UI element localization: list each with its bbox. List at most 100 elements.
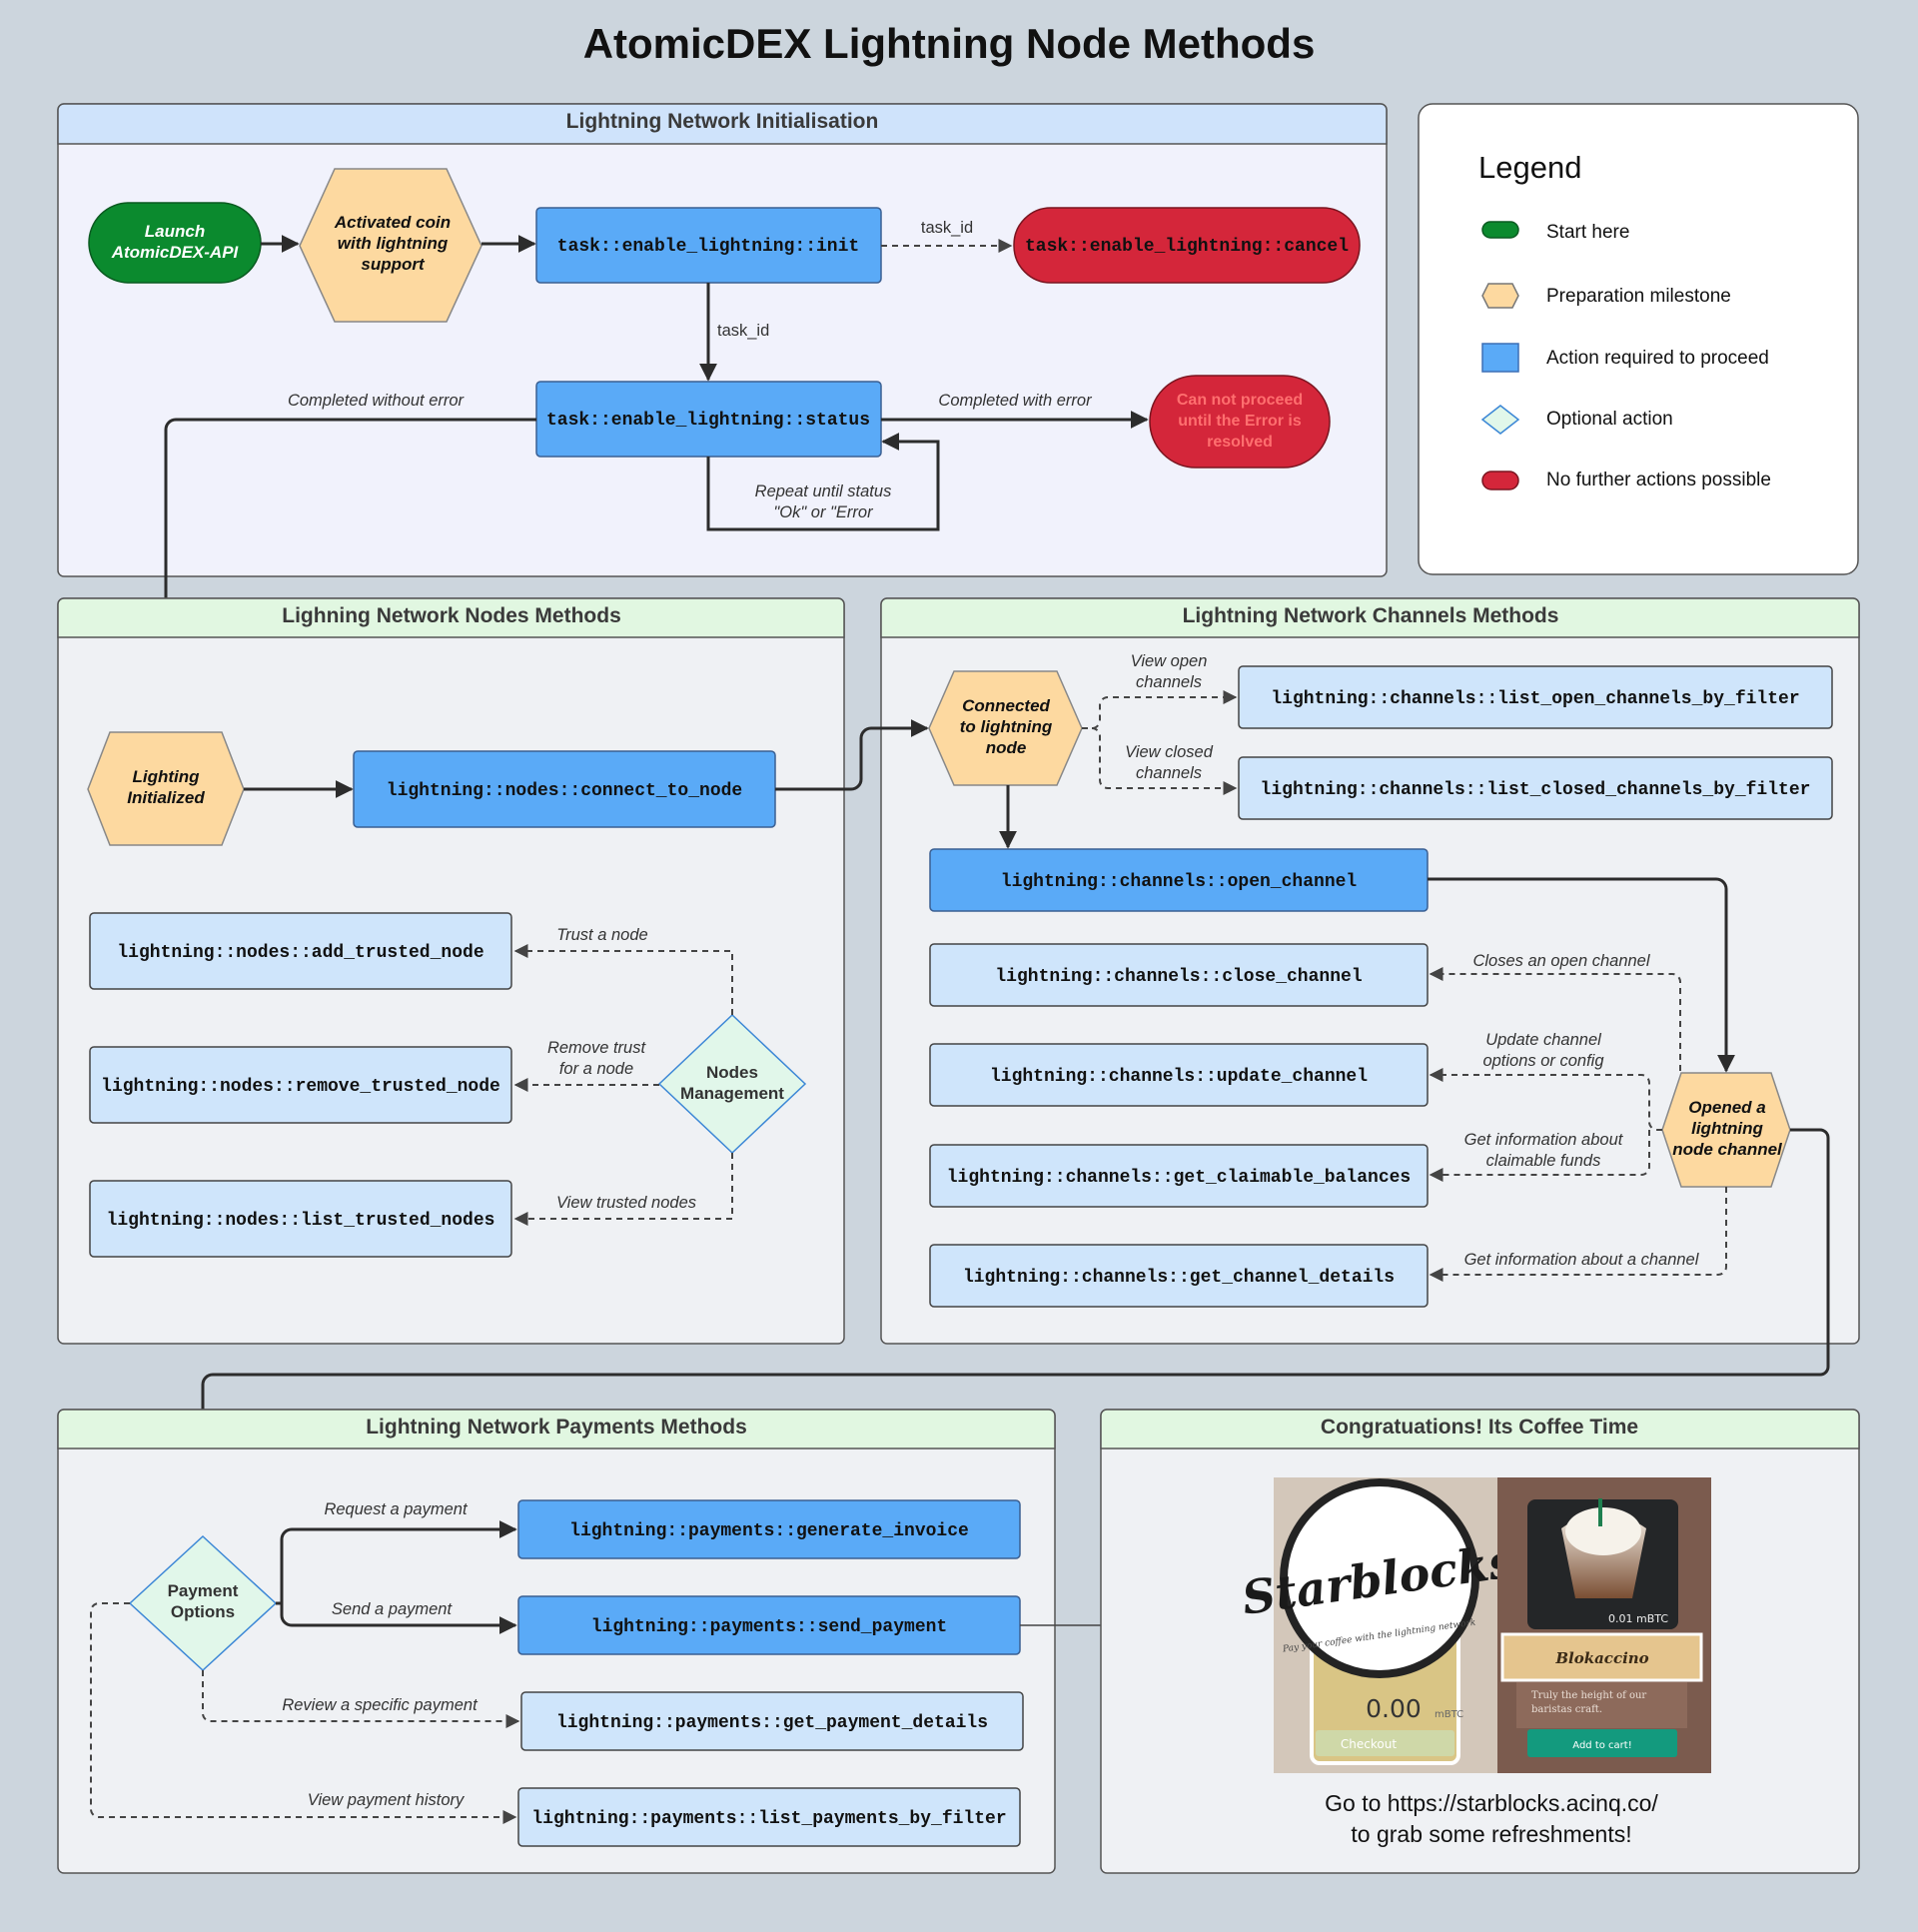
legend-label-action: Action required to proceed [1546, 348, 1769, 369]
claimable-balances-button[interactable]: lightning::channels::get_claimable_balan… [929, 1144, 1429, 1208]
activated-line-1: Activated coin [334, 213, 451, 232]
payment-details-button[interactable]: lightning::payments::get_payment_details [520, 1691, 1024, 1751]
claimable-label: lightning::channels::get_claimable_balan… [947, 1168, 1411, 1188]
list-payments-button[interactable]: lightning::payments::list_payments_by_fi… [517, 1787, 1021, 1847]
label-remove-1: Remove trust [547, 1039, 647, 1057]
label-update-1: Update channel [1485, 1031, 1602, 1049]
generate-invoice-label: lightning::payments::generate_invoice [569, 1521, 969, 1541]
opened-channel-node: Opened a lightning node channel [1661, 1072, 1791, 1188]
label-view-open-2: channels [1136, 673, 1202, 691]
add-trusted-node-button[interactable]: lightning::nodes::add_trusted_node [89, 912, 512, 990]
opened-line-3: node channel [1672, 1140, 1783, 1159]
legend-diamond-icon [1480, 405, 1520, 435]
connected-line-2: to lightning [960, 717, 1053, 736]
legend-pill-icon [1481, 221, 1519, 239]
section-title-nodes: Lighning Network Nodes Methods [282, 604, 621, 627]
activated-line-3: support [361, 255, 426, 274]
launch-line-1: Launch [145, 222, 205, 241]
coffee-line-1: Go to https://starblocks.acinq.co/ [1325, 1790, 1658, 1816]
connected-node: Connected to lightning node [928, 670, 1083, 786]
error-line-1: Can not proceed [1177, 392, 1303, 409]
legend-label-optional: Optional action [1546, 409, 1673, 430]
item-desc-1: Truly the height of our [1531, 1690, 1646, 1701]
send-payment-label: lightning::payments::send_payment [591, 1617, 947, 1637]
close-channel-button[interactable]: lightning::channels::close_channel [929, 943, 1429, 1007]
legend-label-start: Start here [1546, 222, 1629, 243]
legend-square-icon [1481, 343, 1519, 373]
enable-cancel-node[interactable]: task::enable_lightning::cancel [1013, 207, 1361, 284]
connected-line-1: Connected [962, 696, 1050, 715]
legend-label-terminal: No further actions possible [1546, 470, 1771, 490]
list-closed-label: lightning::channels::list_closed_channel… [1261, 780, 1811, 800]
launch-node[interactable]: Launch AtomicDEX-API [88, 202, 262, 284]
label-view-open-1: View open [1131, 652, 1208, 670]
remove-trusted-label: lightning::nodes::remove_trusted_node [101, 1077, 500, 1097]
error-line-2: until the Error is [1178, 413, 1302, 430]
payment-options-node: Payment Options [128, 1534, 278, 1672]
payment-options-line-2: Options [171, 1602, 235, 1621]
update-channel-label: lightning::channels::update_channel [990, 1067, 1368, 1087]
label-request: Request a payment [324, 1500, 469, 1518]
enable-cancel-label: task::enable_lightning::cancel [1025, 237, 1349, 257]
initialized-line-2: Initialized [127, 788, 205, 807]
enable-status-button[interactable]: task::enable_lightning::status [535, 381, 882, 458]
label-update-2: options or config [1482, 1052, 1604, 1070]
label-with-error: Completed with error [938, 392, 1093, 410]
error-terminal-node: Can not proceed until the Error is resol… [1149, 375, 1331, 469]
management-line-1: Nodes [706, 1063, 758, 1082]
label-repeat-1: Repeat until status [755, 483, 892, 500]
starblocks-image: Starblocks Pay your coffee with the ligh… [1239, 1477, 1711, 1773]
connected-line-3: node [986, 738, 1027, 757]
list-trusted-nodes-button[interactable]: lightning::nodes::list_trusted_nodes [89, 1180, 512, 1258]
lighting-initialized-node: Lighting Initialized [87, 731, 245, 846]
legend-label-milestone: Preparation milestone [1546, 286, 1731, 307]
list-payments-label: lightning::payments::list_payments_by_fi… [531, 1809, 1006, 1829]
add-to-cart-button: Add to cart! [1572, 1740, 1631, 1751]
channel-details-button[interactable]: lightning::channels::get_channel_details [929, 1244, 1429, 1308]
label-remove-2: for a node [559, 1060, 633, 1078]
opened-line-2: lightning [1691, 1119, 1763, 1138]
open-channel-button[interactable]: lightning::channels::open_channel [929, 848, 1429, 912]
legend-hexagon-icon [1481, 283, 1519, 309]
management-line-2: Management [680, 1084, 784, 1103]
section-initialisation: Lightning Network Initialisation [57, 103, 1388, 577]
enable-init-button[interactable]: task::enable_lightning::init [535, 207, 882, 284]
label-closes: Closes an open channel [1472, 952, 1650, 970]
open-channel-label: lightning::channels::open_channel [1001, 872, 1358, 892]
item-desc-2: baristas craft. [1531, 1704, 1602, 1715]
page-title: AtomicDEX Lightning Node Methods [583, 20, 1316, 67]
legend-red-pill-icon [1481, 471, 1519, 490]
section-title-channels: Lightning Network Channels Methods [1183, 604, 1559, 627]
section-title-payments: Lightning Network Payments Methods [366, 1416, 747, 1439]
close-channel-label: lightning::channels::close_channel [995, 967, 1362, 987]
legend-title: Legend [1478, 150, 1581, 185]
list-open-channels-button[interactable]: lightning::channels::list_open_channels_… [1238, 665, 1833, 729]
activated-coin-node: Activated coin with lightning support [299, 168, 482, 323]
cart-total-unit: mBTC [1435, 1709, 1463, 1720]
label-repeat-2: "Ok" or "Error [773, 503, 874, 521]
legend: Legend Start here Preparation milestone … [1418, 103, 1859, 575]
section-title-init: Lightning Network Initialisation [566, 110, 879, 133]
add-trusted-label: lightning::nodes::add_trusted_node [117, 943, 483, 963]
error-line-3: resolved [1207, 434, 1273, 451]
update-channel-button[interactable]: lightning::channels::update_channel [929, 1043, 1429, 1107]
item-name: Blokaccino [1554, 1649, 1648, 1667]
launch-line-2: AtomicDEX-API [111, 243, 240, 262]
remove-trusted-node-button[interactable]: lightning::nodes::remove_trusted_node [89, 1046, 512, 1124]
item-price: 0.01 mBTC [1608, 1612, 1668, 1625]
send-payment-button[interactable]: lightning::payments::send_payment [517, 1595, 1021, 1655]
connect-to-node-button[interactable]: lightning::nodes::connect_to_node [353, 750, 776, 828]
generate-invoice-button[interactable]: lightning::payments::generate_invoice [517, 1499, 1021, 1559]
list-closed-channels-button[interactable]: lightning::channels::list_closed_channel… [1238, 756, 1833, 820]
coffee-line-2: to grab some refreshments! [1351, 1821, 1631, 1847]
checkout-button: Checkout [1341, 1737, 1397, 1751]
label-details: Get information about a channel [1464, 1251, 1700, 1269]
label-review: Review a specific payment [282, 1696, 479, 1714]
initialized-line-1: Lighting [132, 767, 200, 786]
label-view-trusted: View trusted nodes [556, 1194, 696, 1212]
cart-total: 0.00 [1366, 1694, 1422, 1723]
label-trust: Trust a node [556, 926, 647, 944]
label-task-id-1: task_id [921, 219, 973, 237]
